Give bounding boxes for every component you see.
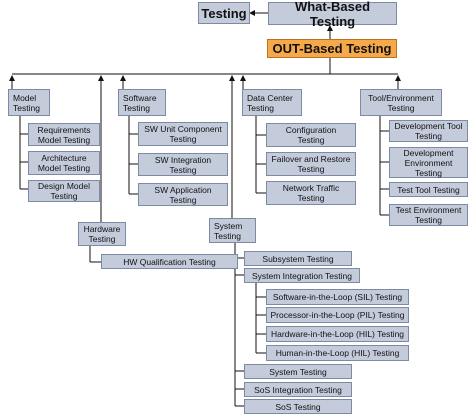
software-testing-node: Software Testing [118, 89, 166, 116]
architecture-model-testing-node: Architecture Model Testing [28, 151, 100, 175]
sw-integration-testing-node: SW Integration Testing [138, 153, 228, 176]
requirements-model-testing-node: Requirements Model Testing [28, 123, 100, 146]
hardware-testing-node: Hardware Testing [78, 222, 126, 246]
subsystem-testing-node: Subsystem Testing [244, 251, 352, 266]
configuration-testing-node: Configuration Testing [266, 123, 356, 147]
model-testing-node: Model Testing [8, 89, 50, 116]
development-tool-testing-node: Development Tool Testing [389, 120, 468, 142]
sos-testing-node: SoS Testing [244, 399, 352, 414]
development-environment-testing-node: Development Environment Testing [389, 147, 468, 178]
tool-environment-testing-node: Tool/Environment Testing [360, 89, 442, 116]
network-traffic-testing-node: Network Traffic Testing [266, 181, 356, 205]
test-tool-testing-node: Test Tool Testing [389, 182, 468, 197]
sw-unit-component-testing-node: SW Unit Component Testing [138, 122, 228, 146]
human-hil-testing-node: Human-in-the-Loop (HIL) Testing [266, 345, 409, 361]
sos-integration-testing-node: SoS Integration Testing [244, 382, 352, 397]
failover-restore-testing-node: Failover and Restore Testing [266, 152, 356, 176]
out-based-testing-node: OUT-Based Testing [267, 39, 397, 58]
test-environment-testing-node: Test Environment Testing [389, 204, 468, 226]
design-model-testing-node: Design Model Testing [28, 180, 100, 202]
system-testing-leaf-node: System Testing [244, 364, 352, 379]
sil-testing-node: Software-in-the-Loop (SIL) Testing [266, 289, 409, 305]
hw-qualification-testing-node: HW Qualification Testing [101, 254, 238, 269]
testing-node: Testing [198, 2, 250, 24]
system-integration-testing-node: System Integration Testing [244, 268, 360, 283]
hardware-hil-testing-node: Hardware-in-the-Loop (HIL) Testing [266, 326, 409, 342]
data-center-testing-node: Data Center Testing [242, 89, 302, 116]
pil-testing-node: Processor-in-the-Loop (PIL) Testing [266, 307, 409, 323]
sw-application-testing-node: SW Application Testing [138, 183, 228, 206]
system-testing-node: System Testing [209, 218, 256, 243]
what-based-testing-node: What-Based Testing [268, 0, 397, 29]
